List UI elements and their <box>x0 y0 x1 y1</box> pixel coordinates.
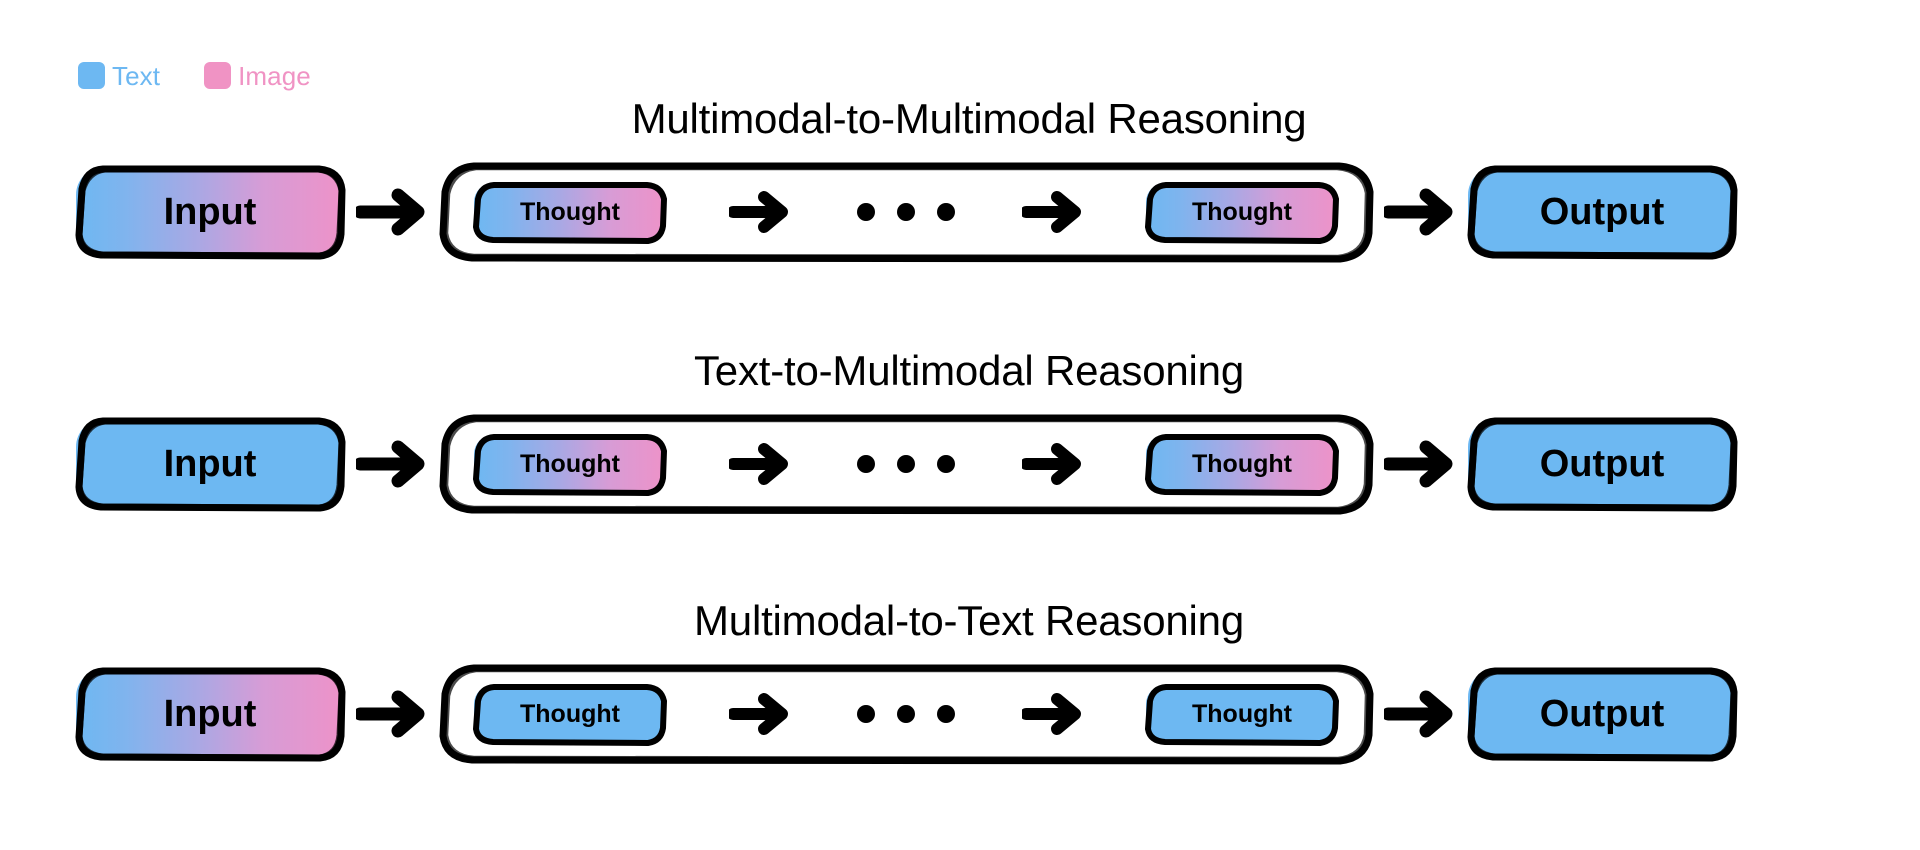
ellipsis-dot-icon <box>857 455 875 473</box>
thought-label: Thought <box>520 197 620 226</box>
row-title: Text-to-Multimodal Reasoning <box>694 347 1244 394</box>
output-label: Output <box>1539 693 1665 735</box>
output-block[interactable]: Output <box>1466 165 1738 260</box>
output-block[interactable]: Output <box>1466 667 1738 762</box>
thought-block-first[interactable]: Thought <box>472 181 668 244</box>
arrow-thought-next-icon <box>723 185 797 239</box>
thought-label: Thought <box>520 449 620 478</box>
ellipsis-dot-icon <box>897 705 915 723</box>
thought-label: Thought <box>1192 197 1292 226</box>
arrow-thought-last-icon <box>1016 185 1090 239</box>
arrow-input-to-chain-icon <box>346 185 438 239</box>
row-multimodal-to-multimodal: Multimodal-to-Multimodal Reasoning Input <box>0 95 1920 263</box>
output-label: Output <box>1539 443 1665 485</box>
row-multimodal-to-text: Multimodal-to-Text Reasoning Input <box>0 597 1920 765</box>
ellipsis-indicator <box>851 203 961 221</box>
row-text-to-multimodal: Text-to-Multimodal Reasoning Input <box>0 347 1920 515</box>
row-title: Multimodal-to-Multimodal Reasoning <box>631 95 1307 142</box>
ellipsis-dot-icon <box>897 455 915 473</box>
arrow-input-to-chain-icon <box>346 687 438 741</box>
input-block[interactable]: Input <box>74 417 346 512</box>
input-block[interactable]: Input <box>74 667 346 762</box>
input-label: Input <box>163 693 257 735</box>
thought-label: Thought <box>1192 699 1292 728</box>
legend-label-text: Text <box>112 60 161 91</box>
arrow-chain-to-output-icon <box>1374 687 1466 741</box>
output-label: Output <box>1539 191 1665 233</box>
legend-item-image: Image <box>204 62 311 89</box>
row-flow: Input <box>0 414 1920 515</box>
ellipsis-dot-icon <box>897 203 915 221</box>
square-swatch-icon <box>204 62 232 89</box>
thought-label: Thought <box>1192 449 1292 478</box>
arrow-thought-next-icon <box>723 437 797 491</box>
input-block[interactable]: Input <box>74 165 346 260</box>
ellipsis-dot-icon <box>857 705 875 723</box>
ellipsis-dot-icon <box>857 203 875 221</box>
arrow-input-to-chain-icon <box>346 437 438 491</box>
thought-block-last[interactable]: Thought <box>1144 181 1340 244</box>
arrow-thought-next-icon <box>723 687 797 741</box>
thought-label: Thought <box>520 699 620 728</box>
thought-block-first[interactable]: Thought <box>472 683 668 746</box>
square-swatch-icon <box>78 62 105 89</box>
arrow-thought-last-icon <box>1016 437 1090 491</box>
thought-block-last[interactable]: Thought <box>1144 433 1340 496</box>
ellipsis-indicator <box>851 455 961 473</box>
ellipsis-dot-icon <box>937 203 955 221</box>
legend-label-image: Image <box>238 60 311 91</box>
arrow-chain-to-output-icon <box>1374 437 1466 491</box>
row-flow: Input <box>0 664 1920 765</box>
ellipsis-indicator <box>851 705 961 723</box>
arrow-thought-last-icon <box>1016 687 1090 741</box>
thought-block-last[interactable]: Thought <box>1144 683 1340 746</box>
input-label: Input <box>163 191 257 233</box>
ellipsis-dot-icon <box>937 455 955 473</box>
row-title: Multimodal-to-Text Reasoning <box>694 597 1244 644</box>
thought-block-first[interactable]: Thought <box>472 433 668 496</box>
thought-chain: Thought <box>438 664 1374 765</box>
input-label: Input <box>163 443 257 485</box>
arrow-chain-to-output-icon <box>1374 185 1466 239</box>
output-block[interactable]: Output <box>1466 417 1738 512</box>
ellipsis-dot-icon <box>937 705 955 723</box>
thought-chain: Thought <box>438 414 1374 515</box>
legend-item-text: Text <box>78 62 160 89</box>
row-flow: Input <box>0 162 1920 263</box>
legend: Text Image <box>78 62 311 89</box>
thought-chain: Thought <box>438 162 1374 263</box>
